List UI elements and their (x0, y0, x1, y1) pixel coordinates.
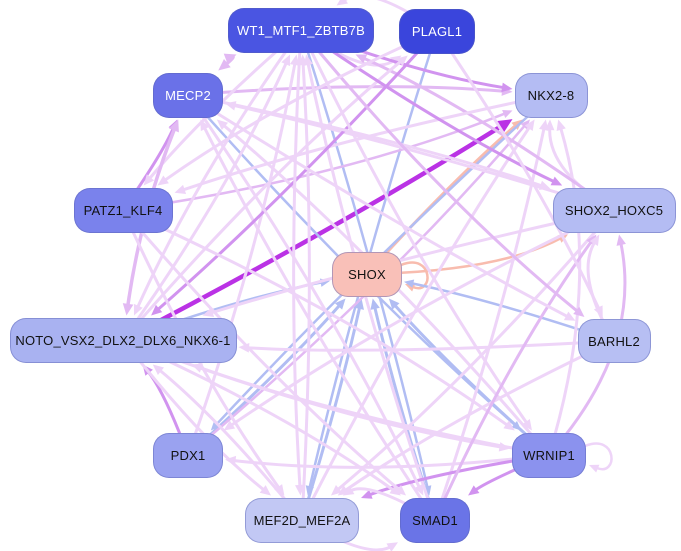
node-shox2[interactable]: SHOX2_HOXC5 (552, 187, 676, 233)
edge-patz1-wrnip1 (121, 208, 515, 431)
edge-shox2-mef2d (330, 208, 616, 496)
node-noto[interactable]: NOTO_VSX2_DLX2_DLX6_NKX6-1 (9, 317, 237, 363)
node-label: BARHL2 (588, 333, 640, 349)
node-label: NOTO_VSX2_DLX2_DLX6_NKX6-1 (15, 332, 231, 348)
node-label: MEF2D_MEF2A (253, 512, 351, 528)
node-label: SHOX (348, 266, 386, 282)
edge-noto-nkx28 (120, 119, 513, 343)
node-pdx1[interactable]: PDX1 (153, 432, 223, 478)
node-label: WT1_MTF1_ZBTB7B (237, 22, 365, 38)
node-plagl1[interactable]: PLAGL1 (399, 8, 475, 54)
edge-mef2d-noto (152, 364, 304, 522)
node-label: SHOX2_HOXC5 (564, 202, 664, 218)
node-mecp2[interactable]: MECP2 (153, 72, 223, 118)
edge-wrnip1-shox (388, 298, 551, 457)
node-patz1[interactable]: PATZ1_KLF4 (73, 187, 173, 233)
node-wt1[interactable]: WT1_MTF1_ZBTB7B (228, 7, 374, 53)
node-barhl2[interactable]: BARHL2 (577, 319, 651, 363)
edge-nkx28-patz1 (174, 93, 553, 194)
edge-wt1-shox2 (299, 28, 563, 186)
node-label: MECP2 (165, 87, 211, 103)
edge-noto-mef2d (121, 338, 271, 496)
node-nkx28[interactable]: NKX2-8 (514, 72, 588, 118)
node-label: PDX1 (170, 447, 206, 463)
edge-wt1-barhl2 (299, 28, 585, 317)
node-label: NKX2-8 (527, 87, 575, 103)
node-smad1[interactable]: SMAD1 (400, 497, 470, 543)
edge-wrnip1-wrnip1 (583, 442, 613, 473)
edge-shox-shox (399, 261, 429, 292)
edge-mecp2-smad1 (186, 93, 424, 496)
edge-patz1-smad1 (121, 208, 407, 496)
node-label: SMAD1 (412, 512, 458, 528)
edge-plagl1-patz1 (157, 29, 439, 186)
edge-wt1-mecp2 (218, 53, 237, 71)
edge-plagl1-barhl2 (435, 29, 603, 317)
edge-wrnip1-pdx1 (225, 453, 551, 469)
node-wrnip1[interactable]: WRNIP1 (512, 432, 586, 478)
node-mef2d[interactable]: MEF2D_MEF2A (245, 497, 359, 543)
node-label: PLAGL1 (411, 23, 463, 39)
edge-noto-plagl1 (121, 55, 408, 342)
edge-wrnip1-nkx28 (547, 119, 582, 457)
edge-shox2-pdx1 (223, 208, 616, 431)
edge-wt1-wrnip1 (299, 28, 532, 431)
node-label: WRNIP1 (523, 447, 575, 463)
node-shox[interactable]: SHOX (332, 251, 402, 297)
node-label: PATZ1_KLF4 (83, 202, 163, 218)
edge-patz1-nkx28 (121, 110, 513, 212)
edge-mecp2-shox2 (186, 93, 551, 190)
edge-noto-wt1 (121, 54, 291, 342)
edge-pdx1-wt1 (186, 54, 300, 457)
